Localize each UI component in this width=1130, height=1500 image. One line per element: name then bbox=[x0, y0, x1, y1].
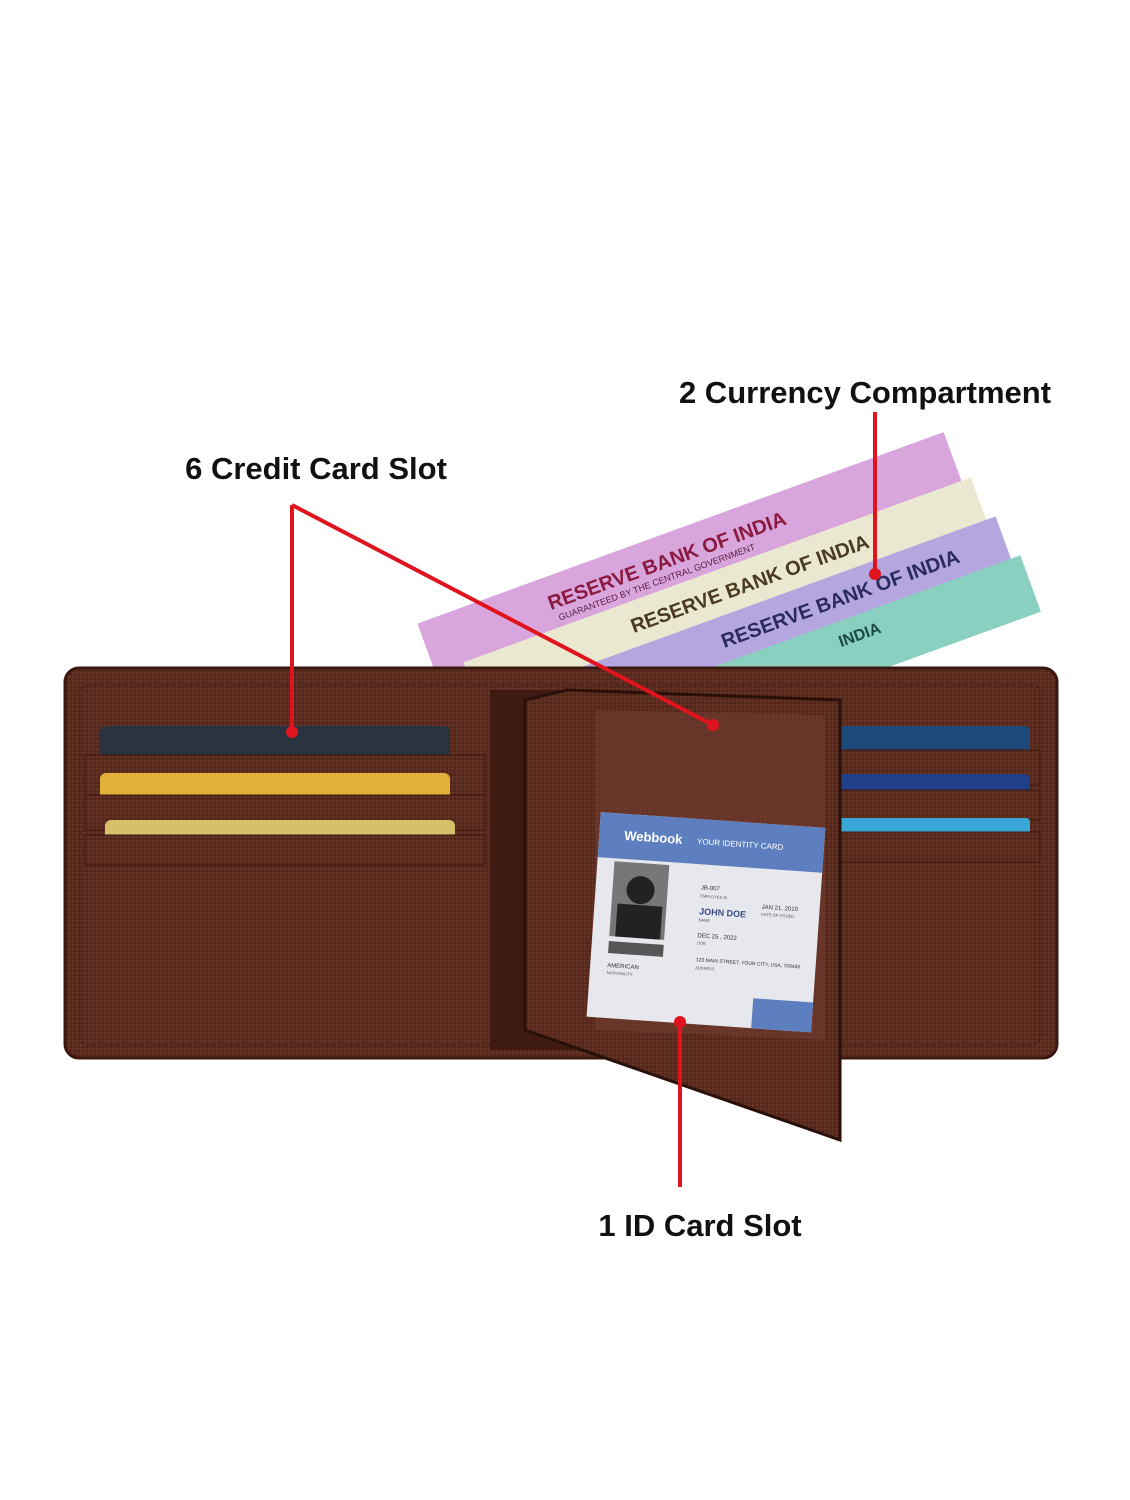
credit-card-slots-left bbox=[84, 726, 486, 866]
callout-currency-compartment: 2 Currency Compartment bbox=[678, 375, 1052, 410]
svg-text:NATIONALITY: NATIONALITY bbox=[607, 970, 634, 977]
svg-text:DOB: DOB bbox=[697, 940, 706, 946]
svg-text:AMERICAN: AMERICAN bbox=[607, 963, 639, 971]
svg-text:DATE OF ISSUED: DATE OF ISSUED bbox=[761, 912, 794, 919]
id-card: Webbook YOUR IDENTITY CARD JB-007 EMPLOY… bbox=[586, 812, 826, 1033]
callout-lines bbox=[286, 412, 881, 1187]
callout-id-card-slot: 1 ID Card Slot bbox=[598, 1208, 802, 1243]
svg-text:Webbook: Webbook bbox=[624, 828, 684, 847]
callout-credit-card-slot: 6 Credit Card Slot bbox=[185, 451, 447, 486]
svg-text:EMPLOYEE ID: EMPLOYEE ID bbox=[700, 893, 728, 900]
svg-text:JAN 21, 2010: JAN 21, 2010 bbox=[761, 905, 798, 914]
svg-text:DEC 25 , 2022: DEC 25 , 2022 bbox=[697, 933, 737, 942]
svg-text:NAME: NAME bbox=[698, 917, 710, 923]
svg-text:JOHN DOE: JOHN DOE bbox=[699, 906, 747, 919]
svg-text:JB-007: JB-007 bbox=[701, 885, 721, 892]
svg-text:ADDRESS: ADDRESS bbox=[695, 965, 715, 971]
